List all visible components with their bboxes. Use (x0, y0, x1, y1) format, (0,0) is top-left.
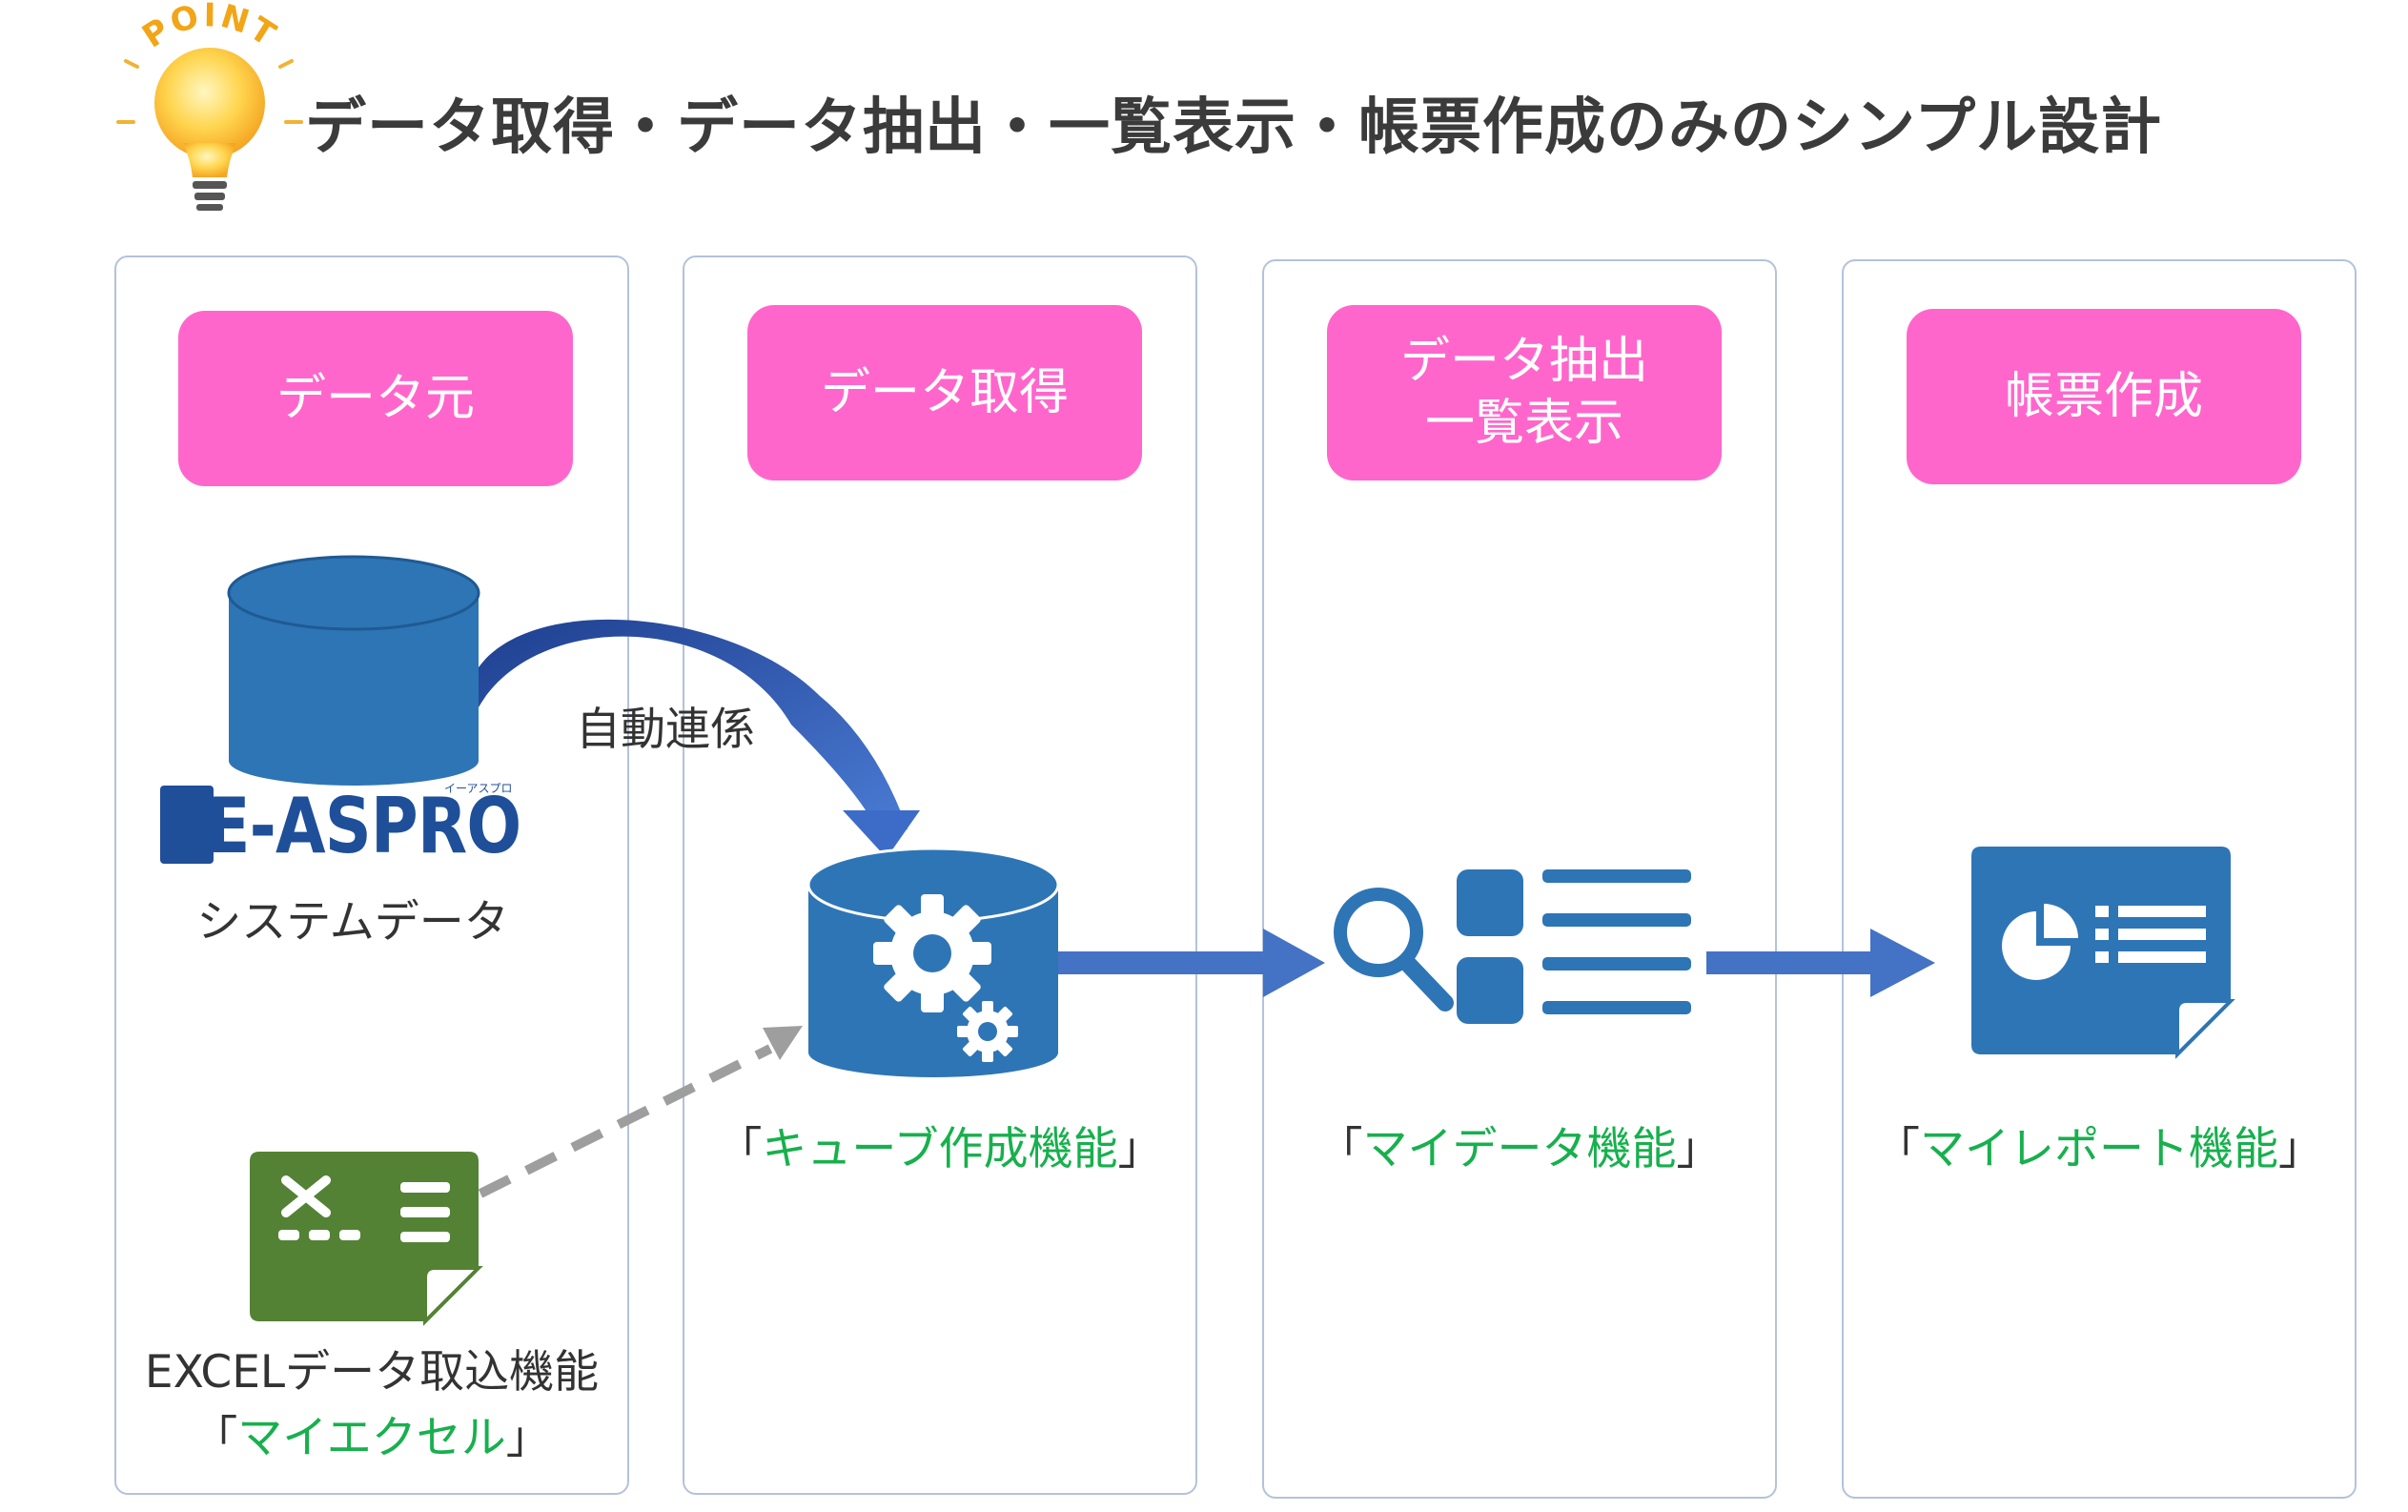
cube-gear-database-icon (806, 847, 1060, 1077)
easpro-logo: イーアスプロ E-ASPRO (160, 780, 561, 875)
easpro-logo-mark (160, 786, 214, 864)
feature-myreport-name: マイレポート機能 (1920, 1123, 2278, 1175)
auto-link-arrow (479, 619, 920, 858)
excel-close-bracket: 」 (505, 1412, 551, 1464)
dashed-arrow-excel (478, 1026, 803, 1198)
excel-import-line2: 「マイエクセル」 (114, 1400, 629, 1466)
feature-mydata-open: 「 (1317, 1123, 1363, 1175)
header-report-creation-label: 帳票作成 (2004, 367, 2203, 425)
feature-myreport-close: 」 (2278, 1123, 2323, 1175)
feature-cube-open: 「 (717, 1123, 763, 1175)
title-area: POINT データ取得・データ抽出・一覧表示・帳票作成のみのシンプル設計 (105, 0, 2297, 219)
header-data-extraction-line2: 一覧表示 (1424, 395, 1623, 452)
arrow-to-mydata (1058, 929, 1325, 997)
report-icon (1971, 847, 2235, 1059)
header-data-source: データ元 (178, 311, 573, 486)
search-list-icon (1334, 869, 1691, 1024)
easpro-logo-ruby: イーアスプロ (444, 782, 513, 795)
excel-import-line1: EXCELデータ取込機能 (144, 1346, 600, 1399)
excel-open-bracket: 「 (193, 1412, 238, 1464)
excel-import-label: EXCELデータ取込機能 「マイエクセル」 (114, 1335, 629, 1466)
feature-mydata: 「マイデータ機能」 (1262, 1112, 1777, 1177)
feature-myreport: 「マイレポート機能」 (1842, 1112, 2357, 1177)
excel-icon (250, 1152, 483, 1326)
auto-link-label: 自動連係 (576, 704, 755, 756)
feature-cube-close: 」 (1117, 1123, 1163, 1175)
header-data-extraction-line1: データ抽出 (1399, 333, 1648, 390)
feature-mydata-name: マイデータ機能 (1362, 1123, 1677, 1175)
lightbulb-icon: POINT (116, 0, 303, 211)
feature-mydata-close: 」 (1676, 1123, 1722, 1175)
header-data-extraction: データ抽出 一覧表示 (1327, 305, 1722, 480)
feature-cube: 「キューブ作成機能」 (683, 1112, 1197, 1177)
feature-cube-name: キューブ作成機能 (762, 1123, 1118, 1175)
easpro-logo-text: E-ASPRO (206, 782, 521, 870)
header-data-source-label: データ元 (275, 369, 475, 427)
feature-myreport-open: 「 (1875, 1123, 1920, 1175)
excel-feature-name: マイエクセル (237, 1412, 506, 1464)
page-title: データ取得・データ抽出・一覧表示・帳票作成のみのシンプル設計 (305, 92, 2163, 163)
header-data-acquisition: データ取得 (747, 305, 1142, 480)
database-icon (227, 555, 480, 786)
header-data-acquisition-label: データ取得 (820, 363, 1069, 421)
header-report-creation: 帳票作成 (1907, 309, 2301, 484)
system-data-label: システムデータ (196, 896, 509, 949)
arrow-to-report (1706, 929, 1935, 997)
